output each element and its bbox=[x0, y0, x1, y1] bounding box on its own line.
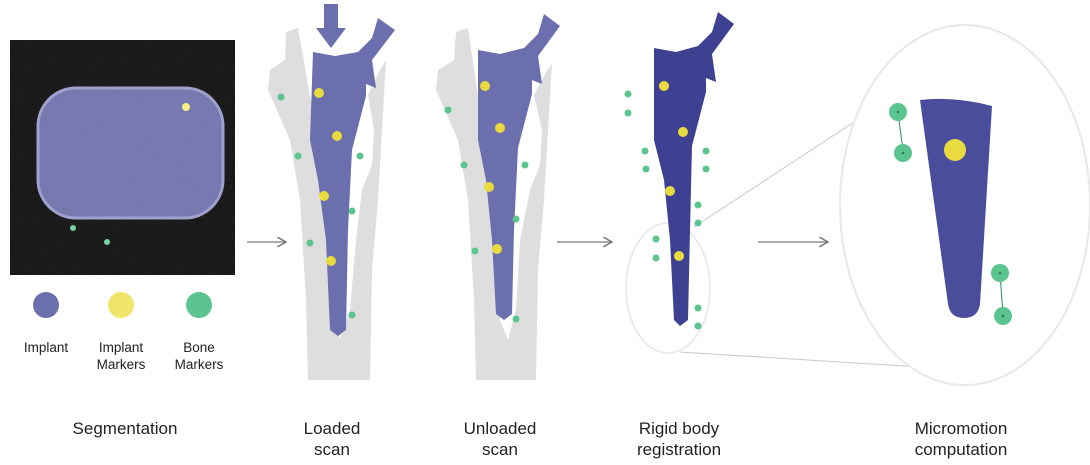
step-label-line: computation bbox=[876, 439, 1046, 460]
loaded-scan-figure bbox=[268, 4, 395, 380]
ct-segmentation-image bbox=[10, 40, 235, 275]
step-label-segmentation: Segmentation bbox=[40, 418, 210, 439]
legend-label-line: Markers bbox=[154, 357, 244, 374]
step-label-line: Loaded bbox=[247, 418, 417, 439]
step-label-line: Segmentation bbox=[40, 418, 210, 439]
zoom-lens bbox=[626, 223, 710, 353]
legend-label-line: Implant bbox=[76, 340, 166, 357]
step-label-loaded-scan: Loaded scan bbox=[247, 418, 417, 461]
step-label-line: Rigid body bbox=[594, 418, 764, 439]
legend-implant-marker-swatch bbox=[108, 292, 134, 318]
step-label-line: scan bbox=[247, 439, 417, 460]
legend-implant-swatch bbox=[33, 292, 59, 318]
unloaded-scan-figure bbox=[436, 14, 560, 380]
legend-label-implant-markers: Implant Markers bbox=[76, 340, 166, 374]
step-label-line: Unloaded bbox=[415, 418, 585, 439]
legend bbox=[33, 292, 212, 318]
legend-label-line: Markers bbox=[76, 357, 166, 374]
legend-bone-marker-swatch bbox=[186, 292, 212, 318]
step-label-line: registration bbox=[594, 439, 764, 460]
step-label-line: scan bbox=[415, 439, 585, 460]
step-label-rigid-body-registration: Rigid body registration bbox=[594, 418, 764, 461]
step-label-micromotion-computation: Micromotion computation bbox=[876, 418, 1046, 461]
load-arrow-icon bbox=[316, 4, 346, 48]
micromotion-zoom-figure bbox=[840, 25, 1090, 385]
legend-label-line: Bone bbox=[154, 340, 244, 357]
step-label-line: Micromotion bbox=[876, 418, 1046, 439]
legend-label-line: Implant bbox=[24, 340, 68, 355]
legend-label-bone-markers: Bone Markers bbox=[154, 340, 244, 374]
step-label-unloaded-scan: Unloaded scan bbox=[415, 418, 585, 461]
